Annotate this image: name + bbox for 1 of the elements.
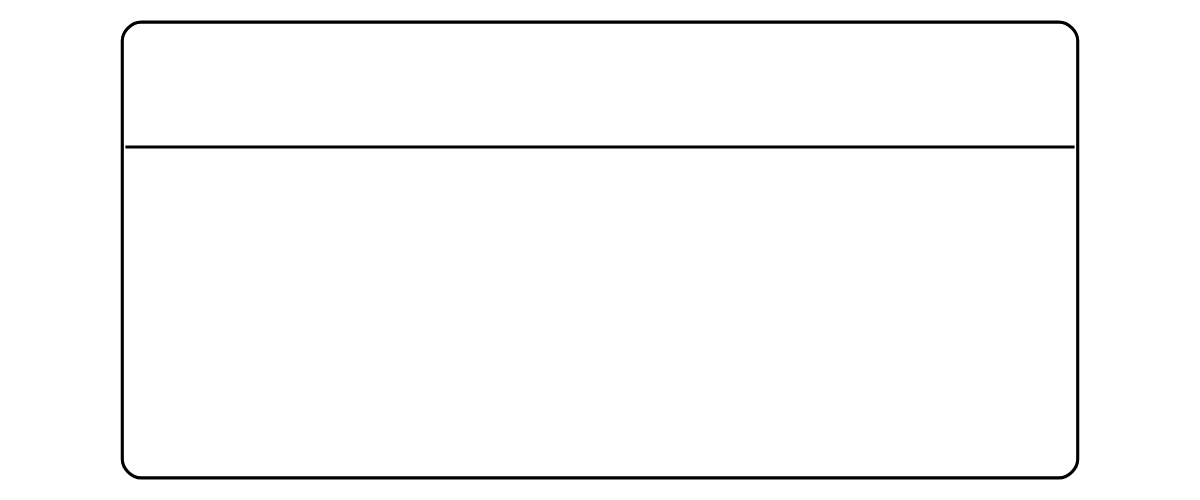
node-box [120,20,1080,480]
